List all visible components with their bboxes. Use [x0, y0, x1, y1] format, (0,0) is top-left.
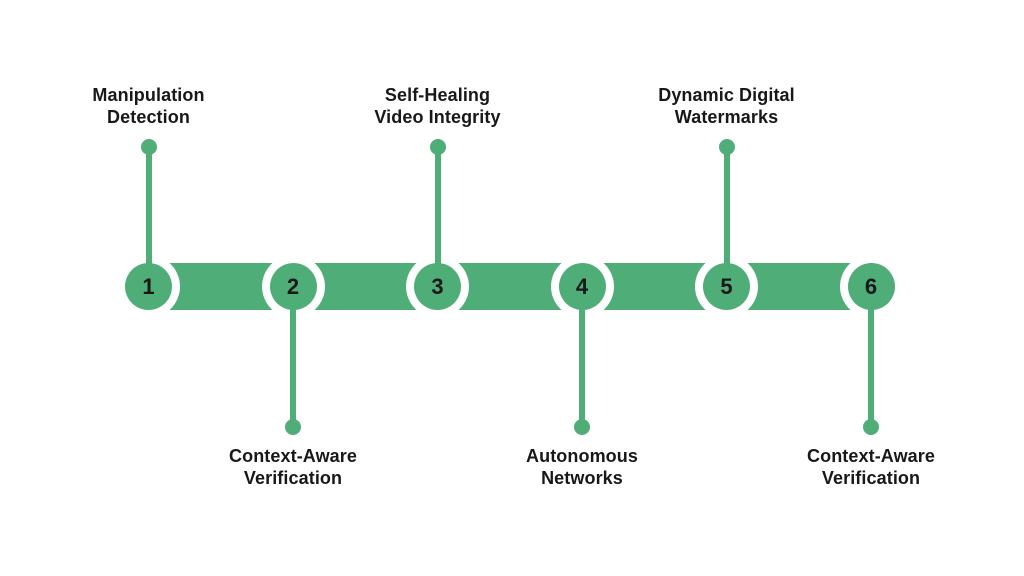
node-circle: 6: [847, 263, 895, 310]
node-label: Autonomous Networks: [526, 446, 638, 488]
node-circle: 5: [703, 263, 750, 310]
node-label: Manipulation Detection: [92, 85, 205, 127]
node-number: 4: [575, 273, 589, 299]
timeline-bar: [148, 263, 872, 310]
connector-stem: [723, 147, 730, 287]
node-label: Self-Healing Video Integrity: [374, 85, 501, 127]
connector-dot: [863, 419, 879, 435]
node-circle: 2: [269, 263, 317, 310]
connector-stem: [579, 287, 585, 427]
connector-stem: [290, 287, 296, 427]
connector-dot: [285, 419, 301, 435]
node-number: 1: [142, 273, 155, 299]
connector-dot: [429, 139, 446, 155]
node-label: Context-Aware Verification: [229, 446, 357, 488]
connector-dot: [574, 419, 590, 435]
node-label: Dynamic Digital Watermarks: [658, 85, 795, 127]
node-circle: 4: [558, 263, 606, 310]
node-circle: 1: [125, 263, 172, 310]
connector-stem: [145, 147, 152, 287]
connector-stem: [868, 287, 874, 427]
connector-dot: [140, 139, 157, 155]
node-number: 6: [864, 273, 878, 299]
connector-dot: [718, 139, 735, 155]
node-label: Context-Aware Verification: [807, 446, 935, 488]
node-number: 2: [286, 273, 300, 299]
node-circle: 3: [414, 263, 461, 310]
node-number: 5: [720, 273, 733, 299]
node-number: 3: [431, 273, 444, 299]
connector-stem: [434, 147, 441, 287]
